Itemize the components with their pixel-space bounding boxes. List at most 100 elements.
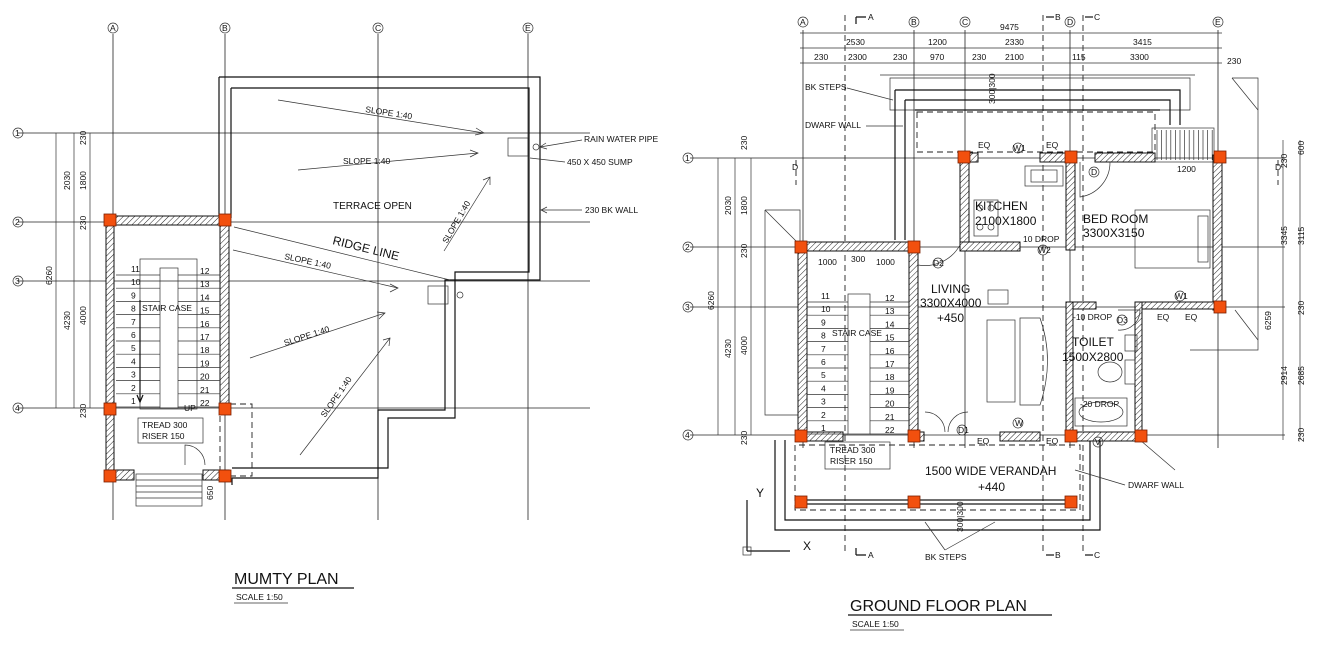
dim: 4230 (62, 311, 72, 330)
step-number: 18 (885, 372, 895, 382)
step-number: 12 (200, 266, 210, 276)
eq-label: EQ (1046, 436, 1059, 446)
step-number: 6 (131, 330, 136, 340)
stair-label: STAIR CASE (142, 303, 192, 313)
svg-text:D: D (1091, 167, 1097, 177)
dim: 4230 (723, 339, 733, 358)
grid-bubble: 1 (12, 127, 24, 139)
kitchen-label: KITCHEN (975, 199, 1028, 213)
grid-bubble: 4 (682, 429, 694, 441)
wall (1134, 301, 1221, 310)
grid-bubble: A (107, 22, 119, 34)
wall (105, 215, 230, 226)
door-tag: D2 (932, 257, 944, 269)
grid-label: 1 (15, 128, 20, 138)
dim: 230 (78, 216, 88, 230)
grid-bubble: 4 (12, 402, 24, 414)
column (1213, 300, 1227, 314)
svg-text:W2: W2 (1038, 245, 1051, 255)
wall (1212, 154, 1223, 311)
step-number: 2 (821, 410, 826, 420)
dim: 230 (814, 52, 828, 62)
svg-text:D3: D3 (1117, 315, 1128, 325)
dim: 300 (851, 254, 865, 264)
dim: 2100 (1005, 52, 1024, 62)
grid-label: A (110, 23, 116, 33)
ground-floor-plan: A B C D E 1 2 3 4 A A B B C C D D 9475 2… (682, 12, 1306, 631)
kitchen-size: 2100X1800 (975, 214, 1037, 228)
living-label: LIVING (931, 282, 970, 296)
step-number: 13 (885, 306, 895, 316)
window-tag: W1 (1174, 290, 1188, 302)
step-number: 15 (200, 306, 210, 316)
door-tag: D3 (1116, 314, 1128, 326)
toilet-label: TOILET (1072, 335, 1114, 349)
step-number: 19 (885, 385, 895, 395)
grid-label: E (525, 23, 531, 33)
wall (999, 431, 1041, 442)
up-label: UP (184, 403, 196, 413)
step-number: 17 (885, 359, 895, 369)
sump-note: 450 X 450 SUMP (567, 157, 633, 167)
dim: 1800 (739, 196, 749, 215)
step-number: 19 (200, 358, 210, 368)
dim: 1800 (78, 171, 88, 190)
section-mark: A (868, 12, 874, 22)
grid-label: 4 (15, 403, 20, 413)
drop-label: 10 DROP (1023, 234, 1060, 244)
eq-label: EQ (1046, 140, 1059, 150)
dim: 2914 (1279, 366, 1289, 385)
step-number: 12 (885, 293, 895, 303)
step-number: 9 (131, 290, 136, 300)
dim: 300|300 (987, 73, 997, 104)
slope-label: SLOPE 1:40 (343, 156, 391, 166)
grid-label: 1 (685, 153, 690, 163)
wall-note: 230 BK WALL (585, 205, 638, 215)
axis-x-label: X (803, 539, 811, 553)
svg-text:W1: W1 (1175, 291, 1188, 301)
step-number: 2 (131, 383, 136, 393)
wall (797, 241, 808, 441)
wall (1065, 301, 1074, 441)
grid-label: B (222, 23, 228, 33)
column (103, 469, 117, 483)
dim: 6259 (1263, 311, 1273, 330)
grid-bubble: E (522, 22, 534, 34)
axis-y-label: Y (756, 486, 764, 500)
dim: 2530 (846, 37, 865, 47)
step-number: 6 (821, 357, 826, 367)
section-mark: B (1055, 550, 1061, 560)
dim: 970 (930, 52, 944, 62)
riser-label: RISER 150 (830, 456, 873, 466)
step-number: 14 (200, 292, 210, 302)
wall (797, 241, 919, 252)
step-number: 3 (821, 397, 826, 407)
grid-label: C (375, 23, 381, 33)
slope-label: SLOPE 1:40 (284, 251, 333, 271)
step-number: 10 (821, 304, 831, 314)
step-number: 4 (131, 356, 136, 366)
verandah-label: 1500 WIDE VERANDAH (925, 464, 1056, 478)
dim: 230 (739, 136, 749, 150)
step-number: 11 (131, 264, 140, 274)
wall (105, 217, 115, 477)
svg-text:D2: D2 (933, 258, 944, 268)
toilet-size: 1500X2800 (1062, 350, 1124, 364)
ground-scale: SCALE 1:50 (852, 619, 899, 629)
dim: 115 (1072, 52, 1086, 62)
drop-label: -10 DROP (1073, 312, 1113, 322)
step-number: 7 (131, 317, 136, 327)
stair-label: STAIR CASE (832, 328, 882, 338)
step-number: 21 (885, 412, 895, 422)
grid-bubble: B (219, 22, 231, 34)
tread-label: TREAD 300 (830, 445, 876, 455)
dim: 230 (1227, 56, 1241, 66)
step-number: 22 (200, 398, 210, 408)
grid-bubble: C (372, 22, 384, 34)
grid-bubble: D (1064, 16, 1076, 28)
dim-total: 6260 (706, 291, 716, 310)
section-mark: A (868, 550, 874, 560)
rain-pipe-note: RAIN WATER PIPE (584, 134, 658, 144)
eq-label: EQ (977, 436, 990, 446)
